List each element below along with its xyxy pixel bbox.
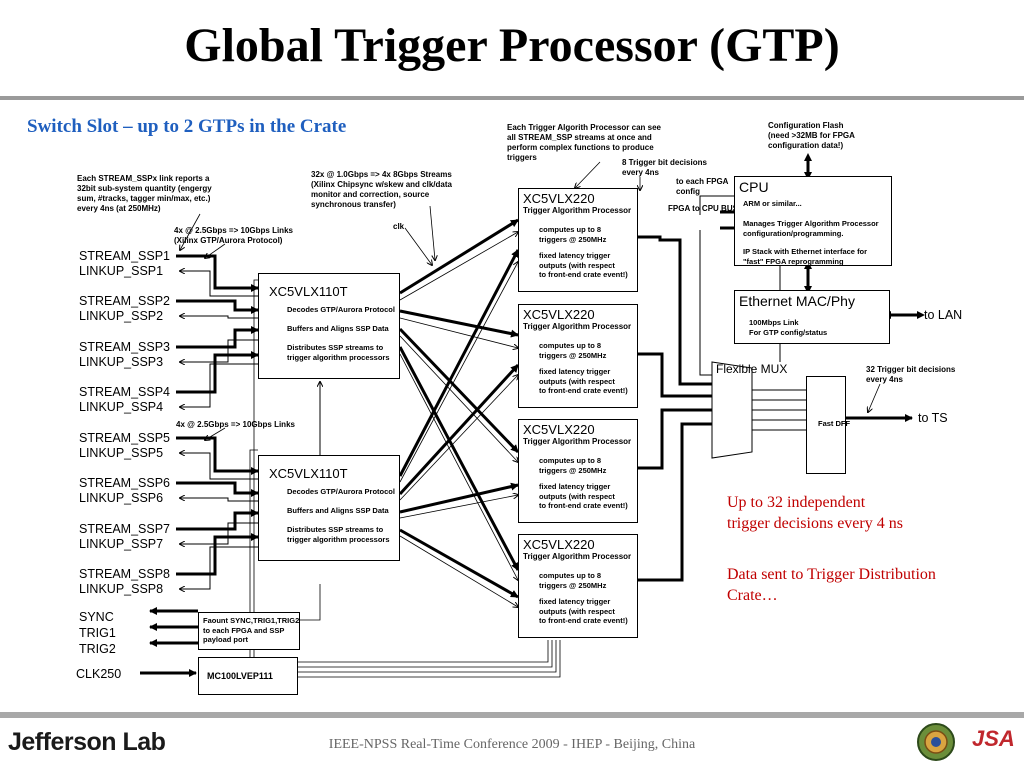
stream-ssp4-label: STREAM_SSP4 bbox=[79, 385, 171, 399]
red-note-line3: Data sent to Trigger Distribution bbox=[727, 566, 936, 583]
algo-fpga-3-line2: fixed latency trigger outputs (with resp… bbox=[539, 482, 628, 510]
linkup-ssp4-label: LINKUP_SSP4 bbox=[79, 400, 164, 414]
cpu-line2: Manages Trigger Algorithm Processor conf… bbox=[743, 219, 879, 238]
algo-fpga-2-name: XC5VLX220 bbox=[523, 307, 595, 322]
mc100-label: MC100LVEP111 bbox=[207, 671, 273, 681]
trig2-label: TRIG2 bbox=[79, 642, 116, 656]
linkup-ssp7-label: LINKUP_SSP7 bbox=[79, 537, 164, 551]
links-bottom-note: 4x @ 2.5Gbps => 10Gbps Links bbox=[176, 420, 295, 429]
fast-dff-label: Fast DFF bbox=[818, 419, 851, 428]
algo-fpga-1-name: XC5VLX220 bbox=[523, 191, 595, 206]
linkup-ssp1-label: LINKUP_SSP1 bbox=[79, 264, 164, 278]
input-fpga-2-line1: Decodes GTP/Aurora Protocol bbox=[287, 487, 395, 496]
stream-ssp7-label: STREAM_SSP7 bbox=[79, 522, 171, 536]
input-fpga-2-name: XC5VLX110T bbox=[269, 466, 348, 481]
linkup-ssp5-label: LINKUP_SSP5 bbox=[79, 446, 164, 460]
input-fpga-1: XC5VLX110T Decodes GTP/Aurora Protocol B… bbox=[258, 273, 400, 379]
stream-ssp1-label: STREAM_SSP1 bbox=[79, 249, 171, 263]
algo-fpga-1-sub: Trigger Algorithm Processor bbox=[523, 206, 632, 215]
red-note-line1: Up to 32 independent bbox=[727, 494, 866, 511]
algo-fpga-1-line2: fixed latency trigger outputs (with resp… bbox=[539, 251, 628, 279]
linkup-ssp2-label: LINKUP_SSP2 bbox=[79, 309, 164, 323]
input-fpga-2-line3: Distributes SSP streams to trigger algor… bbox=[287, 525, 390, 544]
cpu-box: CPU ARM or similar... Manages Trigger Al… bbox=[734, 176, 892, 266]
ethernet-box: Ethernet MAC/Phy 100Mbps Link For GTP co… bbox=[734, 290, 890, 344]
algo-fpga-1-line1: computes up to 8 triggers @ 250MHz bbox=[539, 225, 607, 244]
stream-ssp8-label: STREAM_SSP8 bbox=[79, 567, 171, 581]
algo-fpga-2-line2: fixed latency trigger outputs (with resp… bbox=[539, 367, 628, 395]
algo-fpga-3-line1: computes up to 8 triggers @ 250MHz bbox=[539, 456, 607, 475]
sync-label: SYNC bbox=[79, 610, 114, 624]
red-note-line2: trigger decisions every 4 ns bbox=[727, 515, 903, 532]
ethernet-lines: 100Mbps Link For GTP config/status bbox=[749, 318, 828, 337]
algo-fpga-2-sub: Trigger Algorithm Processor bbox=[523, 322, 632, 331]
input-fpga-1-line3: Distributes SSP streams to trigger algor… bbox=[287, 343, 390, 362]
jsa-logo: JSA bbox=[972, 726, 1015, 751]
flash-note: Configuration Flash (need >32MB for FPGA… bbox=[768, 121, 855, 150]
input-fpga-2-line2: Buffers and Aligns SSP Data bbox=[287, 506, 389, 515]
algo-fpga-4-line2: fixed latency trigger outputs (with resp… bbox=[539, 597, 628, 625]
clk-note: clk bbox=[393, 222, 405, 231]
trig1-label: TRIG1 bbox=[79, 626, 116, 640]
page-title: Global Trigger Processor (GTP) bbox=[184, 19, 840, 72]
mux-label: Flexible MUX bbox=[716, 362, 788, 376]
algo-fpga-2-line1: computes up to 8 triggers @ 250MHz bbox=[539, 341, 607, 360]
input-fpga-2: XC5VLX110T Decodes GTP/Aurora Protocol B… bbox=[258, 455, 400, 561]
clk250-label: CLK250 bbox=[76, 667, 122, 681]
stream-ssp-note: Each STREAM_SSPx link reports a 32bit su… bbox=[77, 174, 212, 213]
mux-label-box: Flexible MUX bbox=[712, 362, 798, 378]
stream-ssp6-label: STREAM_SSP6 bbox=[79, 476, 171, 490]
algo-fpga-3: XC5VLX220 Trigger Algorithm Processor co… bbox=[518, 419, 638, 523]
input-fpga-1-name: XC5VLX110T bbox=[269, 284, 348, 299]
cpu-line1: ARM or similar... bbox=[743, 199, 802, 208]
algo-fpga-1: XC5VLX220 Trigger Algorithm Processor co… bbox=[518, 188, 638, 292]
streams-note: 32x @ 1.0Gbps => 4x 8Gbps Streams (Xilin… bbox=[311, 170, 452, 209]
ethernet-name: Ethernet MAC/Phy bbox=[739, 293, 855, 309]
subtitle: Switch Slot – up to 2 GTPs in the Crate bbox=[27, 116, 347, 137]
linkup-ssp6-label: LINKUP_SSP6 bbox=[79, 491, 164, 505]
footer-text: IEEE-NPSS Real-Time Conference 2009 - IH… bbox=[328, 737, 696, 752]
bit8-note: 8 Trigger bit decisions every 4ns bbox=[622, 158, 707, 177]
algo-note: Each Trigger Algorith Processor can see … bbox=[507, 123, 661, 162]
jefferson-lab-logo: Jefferson Lab bbox=[8, 728, 166, 756]
seal-icon bbox=[917, 723, 955, 761]
fanout-text: Faount SYNC,TRIG1,TRIG2 to each FPGA and… bbox=[203, 616, 300, 644]
cpu-name: CPU bbox=[739, 179, 769, 195]
algo-fpga-4: XC5VLX220 Trigger Algorithm Processor co… bbox=[518, 534, 638, 638]
to-fpga-note: to each FPGA config bbox=[676, 177, 729, 196]
algo-fpga-3-sub: Trigger Algorithm Processor bbox=[523, 437, 632, 446]
algo-fpga-4-line1: computes up to 8 triggers @ 250MHz bbox=[539, 571, 607, 590]
bit32-note: 32 Trigger bit decisions every 4ns bbox=[866, 365, 956, 384]
footer-divider bbox=[0, 712, 1024, 718]
mc100-box: MC100LVEP111 bbox=[198, 657, 298, 695]
stream-ssp2-label: STREAM_SSP2 bbox=[79, 294, 171, 308]
linkup-ssp8-label: LINKUP_SSP8 bbox=[79, 582, 164, 596]
stream-ssp3-label: STREAM_SSP3 bbox=[79, 340, 171, 354]
input-fpga-1-line2: Buffers and Aligns SSP Data bbox=[287, 324, 389, 333]
linkup-ssp3-label: LINKUP_SSP3 bbox=[79, 355, 164, 369]
fast-dff-box: Fast DFF bbox=[806, 376, 850, 474]
input-fpga-1-line1: Decodes GTP/Aurora Protocol bbox=[287, 305, 395, 314]
fanout-box: Faount SYNC,TRIG1,TRIG2 to each FPGA and… bbox=[198, 612, 300, 650]
to-lan-label: to LAN bbox=[924, 308, 963, 322]
algo-fpga-3-name: XC5VLX220 bbox=[523, 422, 595, 437]
fpga-cpu-note: FPGA to CPU BUS bbox=[668, 204, 738, 213]
red-note-line4: Crate… bbox=[727, 587, 778, 604]
algo-fpga-4-name: XC5VLX220 bbox=[523, 537, 595, 552]
algo-fpga-2: XC5VLX220 Trigger Algorithm Processor co… bbox=[518, 304, 638, 408]
stream-ssp5-label: STREAM_SSP5 bbox=[79, 431, 171, 445]
algo-fpga-4-sub: Trigger Algorithm Processor bbox=[523, 552, 632, 561]
links-top-note: 4x @ 2.5Gbps => 10Gbps Links (Xilinx GTP… bbox=[174, 226, 293, 245]
title-divider bbox=[0, 96, 1024, 100]
cpu-line3: IP Stack with Ethernet interface for "fa… bbox=[743, 247, 868, 266]
to-ts-label: to TS bbox=[918, 411, 948, 425]
